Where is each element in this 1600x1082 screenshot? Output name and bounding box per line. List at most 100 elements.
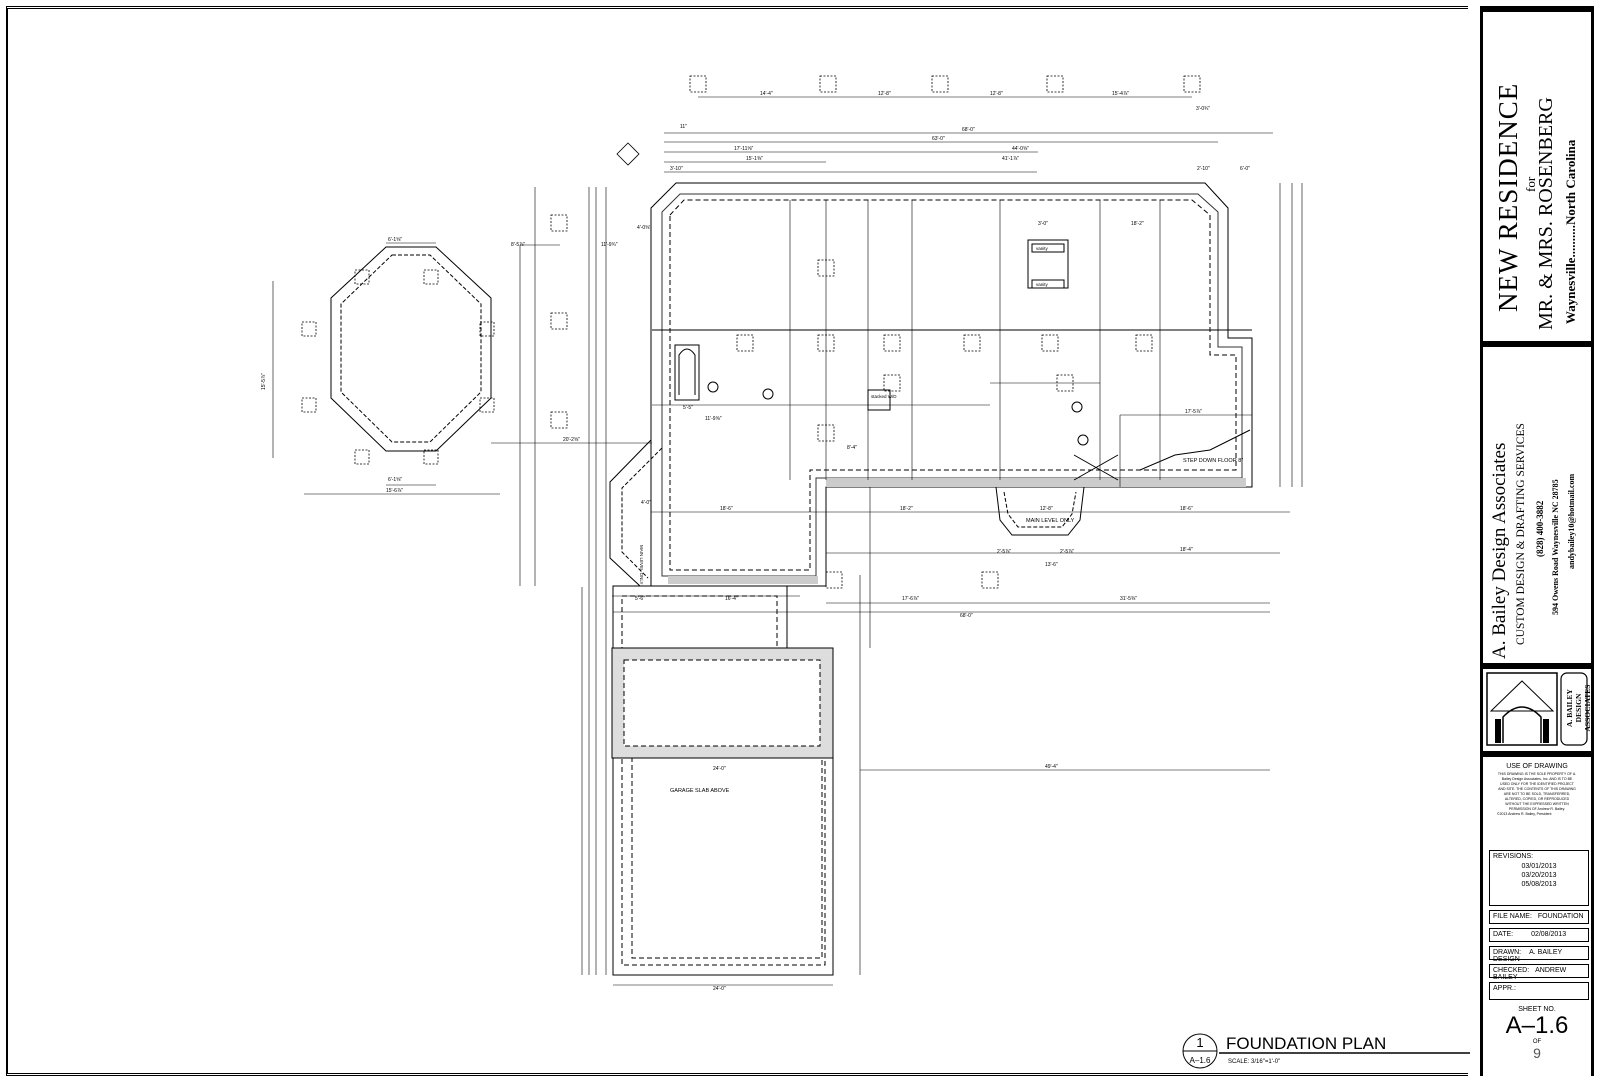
garage-foundation [612, 585, 834, 976]
checked-box: CHECKED: ANDREW BAILEY [1489, 964, 1589, 981]
dim-top2: 12'-8" [878, 91, 891, 97]
dim-overall4: 41'-1⅞" [1002, 156, 1019, 162]
dim-20-2: 20'-2⅝" [563, 437, 580, 443]
revision-date-1: 03/01/2013 [1521, 863, 1557, 870]
use-of-drawing-body: THIS DRAWING IS THE SOLE PROPERTY OF A. … [1497, 772, 1577, 811]
dim-11-9b: 11'-9⅝" [705, 416, 722, 422]
dim-15-1: 15'-1⅜" [746, 156, 763, 162]
logo-section: A. BAILEY DESIGN ASSOCIATES [1483, 663, 1592, 751]
appr-box: APPR.: [1489, 982, 1589, 1000]
drawn-value: A. BAILEY DESIGN [1493, 949, 1563, 963]
dim-overall1: 68'-0" [962, 127, 975, 133]
sheet-number: A–1.6 [1505, 1012, 1569, 1039]
dim-top1: 14'-4" [760, 91, 773, 97]
drawing-scale: SCALE: 3/16"=1'-0" [1228, 1059, 1280, 1065]
dim-2-5: 2'-5⅞" [997, 549, 1011, 555]
dim-3-0b: 3'-0" [1038, 221, 1048, 227]
sheet-number-section: SHEET NO. A–1.6 OF 9 [1483, 1006, 1591, 1074]
sheet-of-label: OF [1532, 1039, 1542, 1045]
dim-11: 11" [680, 124, 687, 130]
drawing-area [6, 6, 1468, 1076]
dim-3-0: 3'-0¾" [1196, 106, 1210, 112]
dim-2-10: 2'-10" [1197, 166, 1210, 172]
dim-4-0b: 4'-0" [641, 500, 651, 506]
use-of-drawing-section: USE OF DRAWING THIS DRAWING IS THE SOLE … [1483, 751, 1591, 843]
firm-logo [1486, 672, 1588, 746]
dim-overall3: 44'-0⅝" [1012, 146, 1029, 152]
stacked-wd-label: stacked W/D [871, 394, 897, 399]
firm-email: andybailey10@hotmail.com [1567, 473, 1576, 569]
checked-value: ANDREW BAILEY [1493, 967, 1567, 981]
use-of-drawing-copyright: ©2013 Andrew R. Bailey, President [1497, 812, 1552, 816]
dim-11-9: 11'-9¾" [601, 242, 618, 248]
dim-68-0: 68'-0" [960, 613, 973, 619]
project-title-section: NEW RESIDENCE for MR. & MRS. ROSENBERG W… [1483, 6, 1591, 341]
title-bubble-sheet: A–1.6 [1190, 1056, 1211, 1065]
drawn-box: DRAWN: A. BAILEY DESIGN [1489, 946, 1589, 963]
dim-17-6: 17'-6⅞" [902, 596, 919, 602]
appr-label: APPR.: [1493, 985, 1516, 992]
project-client: MR. & MRS. ROSENBERG [1535, 97, 1557, 330]
firm-address: 594 Owens Road Waynesville NC 28785 [1551, 479, 1560, 615]
firm-name: A. Bailey Design Associates [1489, 442, 1510, 659]
project-location: Waynesville..........North Carolina [1563, 139, 1578, 324]
drawn-label: DRAWN: [1493, 949, 1522, 956]
dim-oct-height: 15'-5⅞" [261, 373, 267, 390]
revision-dates: 03/01/2013 03/20/2013 05/08/2013 [1493, 862, 1585, 889]
date-box: DATE: 02/08/2013 [1489, 928, 1589, 942]
dim-24-0a: 24'-0" [713, 766, 726, 772]
garage-slab-label: GARAGE SLAB ABOVE [670, 788, 730, 794]
dim-18-2b: 18'-2" [900, 506, 913, 512]
dim-18-2: 18'-2" [1131, 221, 1144, 227]
main-foundation-outline [650, 182, 1253, 587]
dim-6-0: 6'-0" [1240, 166, 1250, 172]
dim-2-5b: 2'-5⅞" [1060, 549, 1074, 555]
file-name-value: FOUNDATION [1537, 913, 1584, 920]
dim-16-4: 16'-4" [725, 596, 738, 602]
dim-18-4: 18'-4" [1180, 547, 1193, 553]
dim-18-6a: 18'-6" [720, 506, 733, 512]
dim-8-4: 8'-4" [847, 445, 857, 451]
date-value: 02/08/2013 [1531, 931, 1567, 938]
octagon-gazebo [330, 246, 492, 452]
vanity-label-1: vanity [1036, 246, 1049, 251]
title-bubble-number: 1 [1196, 1035, 1203, 1050]
sheet-total: 9 [1533, 1045, 1541, 1061]
sheet-label: SHEET NO. [1518, 1006, 1556, 1013]
dim-top3: 12'-8" [990, 91, 1003, 97]
vanity-label-2: vanity [1036, 282, 1049, 287]
dim-17-11: 17'-11⅝" [734, 146, 754, 152]
firm-section: A. Bailey Design Associates CUSTOM DESIG… [1483, 341, 1591, 663]
dim-oct-width: 15'-6⅞" [386, 488, 403, 494]
dim-31-5: 31'-5⅜" [1120, 596, 1137, 602]
dim-5-6: 5'-6" [635, 596, 645, 602]
file-name-label: FILE NAME: [1493, 913, 1532, 920]
date-label: DATE: [1493, 931, 1514, 938]
dim-5-5: 5'-5" [683, 405, 693, 411]
drawing-title-block: 1 A–1.6 FOUNDATION PLAN SCALE: 3/16"=1'-… [1182, 1033, 1470, 1069]
logo-text: A. BAILEY DESIGN ASSOCIATES [1565, 684, 1592, 732]
dim-overall2: 63'-0" [932, 136, 945, 142]
dim-8-5: 8'-5⅞" [511, 242, 525, 248]
dim-13-6: 13'-6" [1045, 562, 1058, 568]
dim-oct-bot: 6'-1⅝" [388, 477, 402, 483]
project-title: NEW RESIDENCE [1493, 82, 1523, 312]
checked-label: CHECKED: [1493, 967, 1530, 974]
file-name-box: FILE NAME: FOUNDATION [1489, 910, 1589, 924]
foundation-plan-drawing: 14'-4" 12'-8" 12'-8" 15'-4⅞" 68'-0" 63'-… [261, 75, 1470, 1069]
firm-services: CUSTOM DESIGN & DRAFTING SERVICES [1515, 423, 1527, 645]
revision-date-2: 03/20/2013 [1521, 872, 1557, 879]
use-of-drawing-title: USE OF DRAWING [1506, 763, 1568, 770]
dim-18-6b: 18'-6" [1180, 506, 1193, 512]
revisions-label: REVISIONS: [1493, 853, 1534, 860]
main-level-side-label: MAIN LEVEL ONLY [639, 545, 644, 585]
title-block: NEW RESIDENCE for MR. & MRS. ROSENBERG W… [1480, 6, 1594, 1076]
step-down-label: STEP DOWN FLOOR 8" [1183, 458, 1243, 464]
drawing-title: FOUNDATION PLAN [1226, 1034, 1386, 1053]
dim-top4: 15'-4⅞" [1112, 91, 1129, 97]
revisions-box: REVISIONS: 03/01/2013 03/20/2013 05/08/2… [1489, 850, 1589, 906]
dim-3-10: 3'-10" [670, 166, 683, 172]
dim-49-4: 49'-4" [1045, 764, 1058, 770]
firm-phone: (828) 400-3882 [1535, 500, 1545, 557]
